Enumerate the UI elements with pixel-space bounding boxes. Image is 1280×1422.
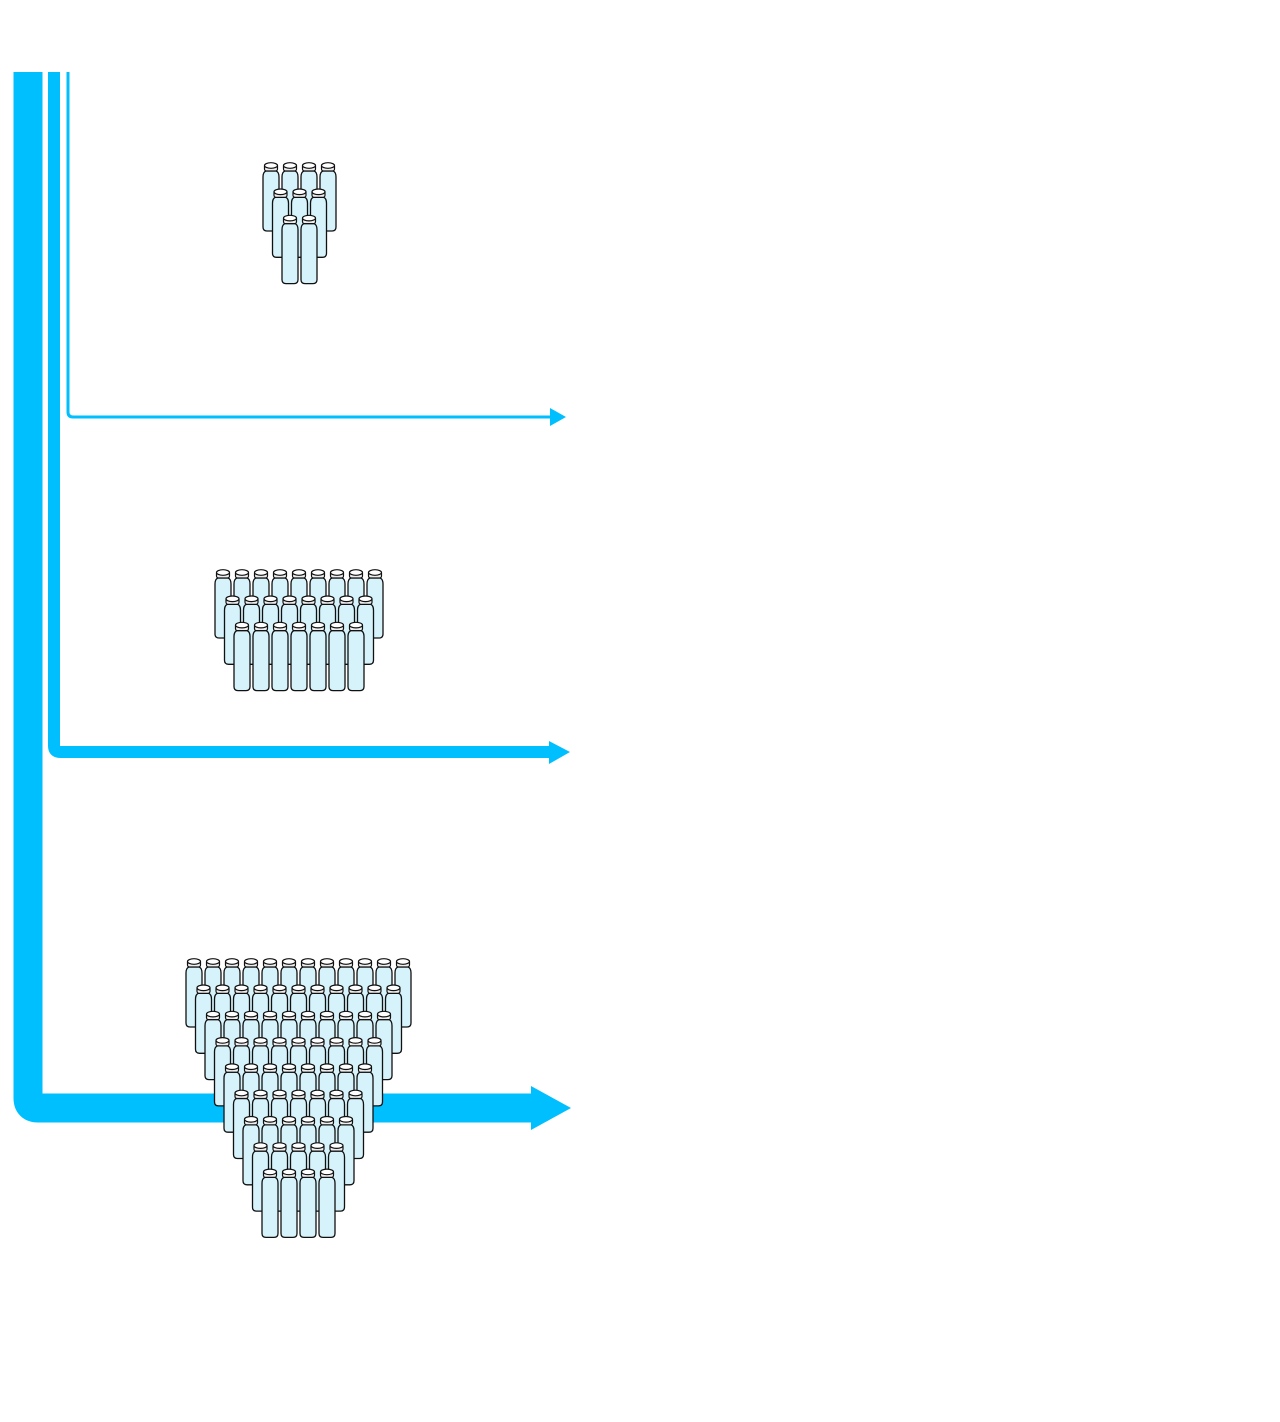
bottle-icon [233, 621, 251, 692]
bottle-icon [290, 621, 308, 692]
thick-arrow-head [531, 1086, 571, 1130]
bottle-icon [281, 214, 299, 285]
bottle-icon [300, 214, 318, 285]
bottle-icon [299, 1168, 317, 1239]
bottle-icon [252, 621, 270, 692]
bottle-icon [280, 1168, 298, 1239]
medium-arrow-head [549, 741, 570, 764]
bottle-icon [261, 1168, 279, 1239]
thin-arrow-head [550, 408, 566, 426]
medium-group [214, 569, 384, 692]
small-group [262, 162, 337, 285]
bottle-icon [309, 621, 327, 692]
thick-arrow-line [13, 72, 535, 1123]
bottle-icon [318, 1168, 336, 1239]
medium-arrow-line [48, 72, 552, 758]
bottle-icon [328, 621, 346, 692]
bottle-icon [347, 621, 365, 692]
thin-arrow-line [66, 72, 552, 419]
bottle-icon [271, 621, 289, 692]
large-group [185, 958, 412, 1239]
